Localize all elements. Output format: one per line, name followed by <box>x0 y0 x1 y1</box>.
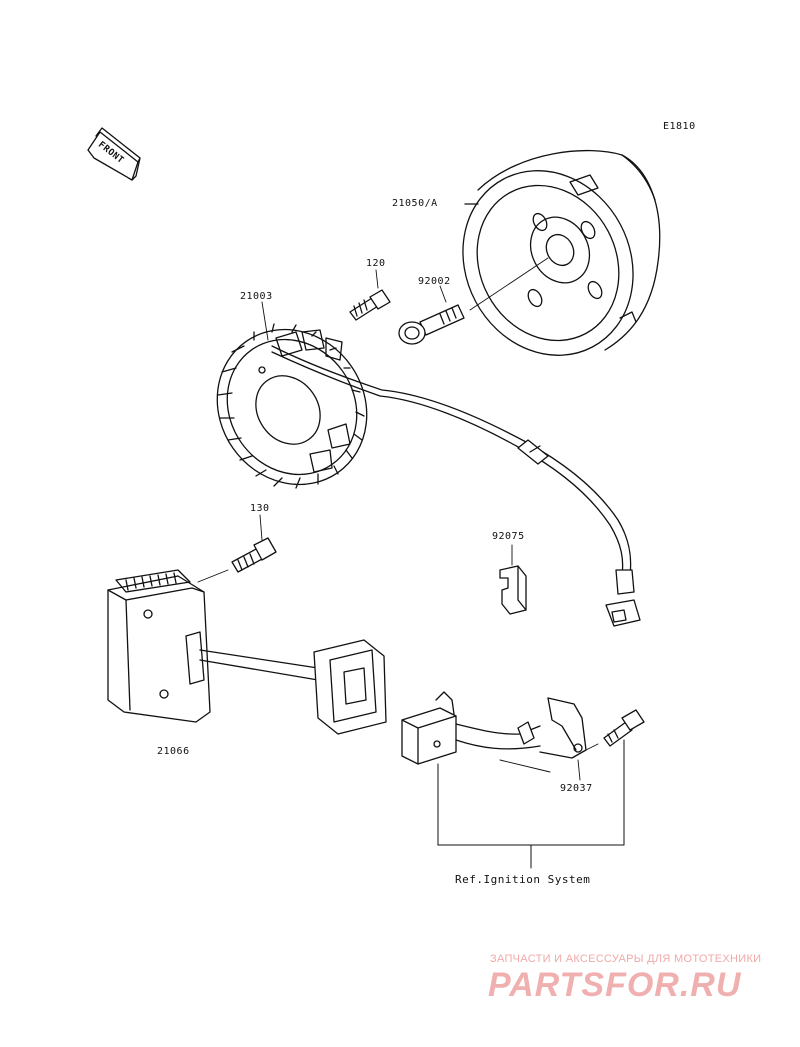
stator-wire <box>271 345 641 627</box>
clip-92075 <box>499 544 527 615</box>
bolt-92037 <box>577 709 645 781</box>
bolt-130 <box>197 514 277 583</box>
front-arrow-icon <box>87 127 141 181</box>
regulator-part <box>107 569 387 735</box>
label-clip-92075: 92075 <box>492 531 525 542</box>
bolt-120 <box>349 269 391 321</box>
label-bolt-130: 130 <box>250 503 270 514</box>
label-stator: 21003 <box>240 291 273 302</box>
watermark-tagline: ЗАПЧАСТИ И АКСЕССУАРЫ ДЛЯ МОТОТЕХНИКИ <box>490 953 762 965</box>
reference-bracket <box>437 739 625 869</box>
label-regulator: 21066 <box>157 746 190 757</box>
watermark-logo: PARTSFOR.RU <box>488 966 742 1004</box>
pickup-coil <box>401 691 587 773</box>
label-flywheel: 21050/A <box>392 198 438 209</box>
reference-ignition-system: Ref.Ignition System <box>455 873 591 886</box>
label-bolt-92037: 92037 <box>560 783 593 794</box>
flywheel-part <box>462 149 661 356</box>
label-bolt-120: 120 <box>366 258 386 269</box>
label-bolt-92002: 92002 <box>418 276 451 287</box>
diagram-id: E1810 <box>663 121 696 132</box>
bolt-92002 <box>398 285 465 345</box>
stator-part <box>216 323 368 489</box>
